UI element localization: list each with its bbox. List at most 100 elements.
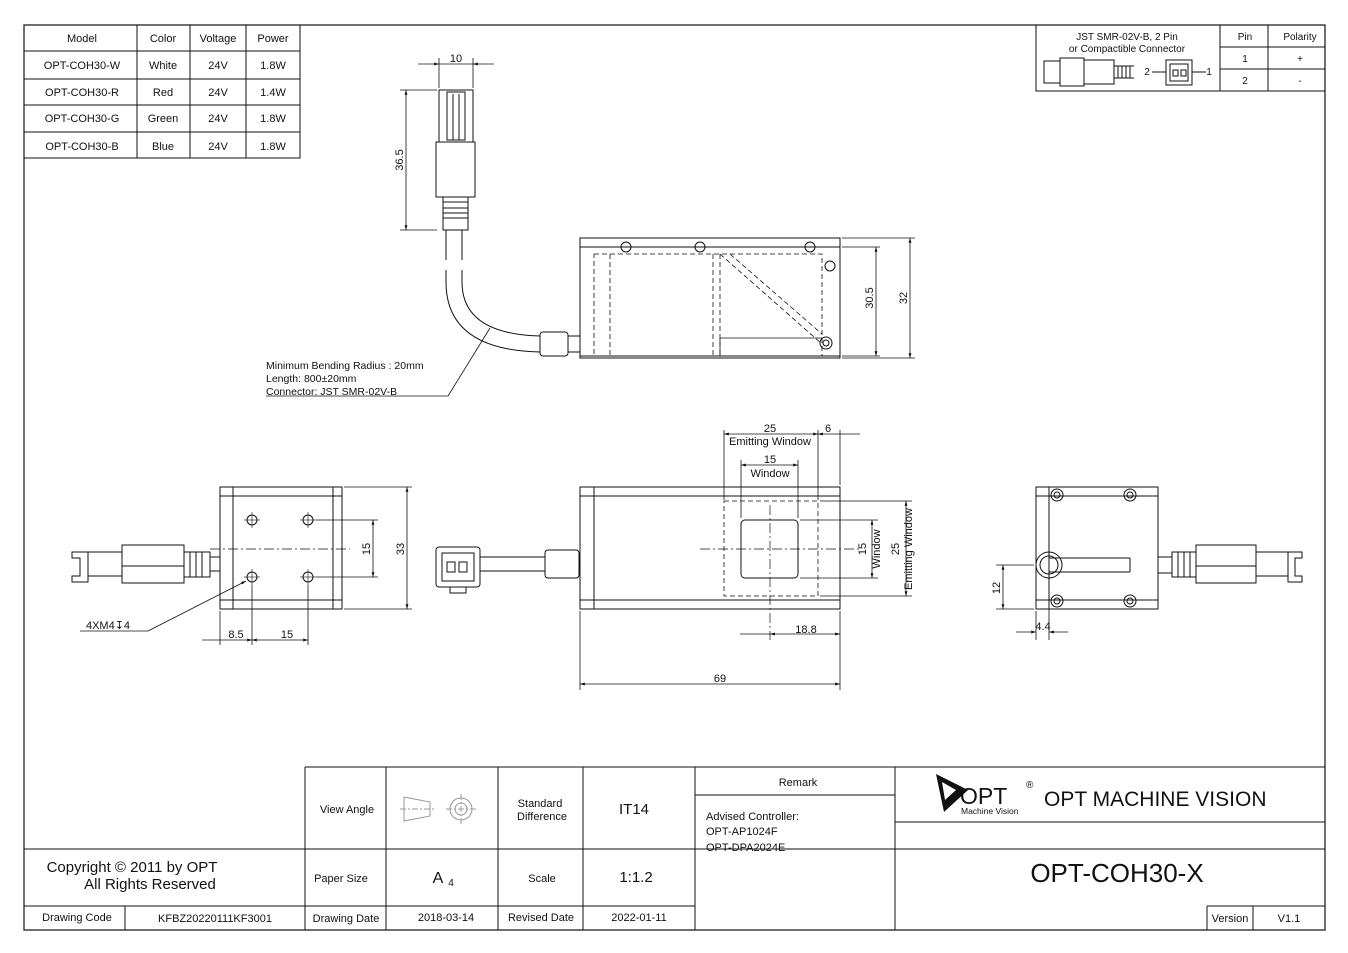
paper-size-sub: 4 (448, 878, 454, 889)
dim-label: 25 (764, 423, 776, 435)
window-label: Window (871, 529, 883, 568)
model-table (23, 24, 301, 159)
view-angle-label: View Angle (320, 804, 374, 816)
dim-label: 25 (890, 543, 902, 555)
connector-table (1035, 24, 1326, 92)
logo-text: OPT (960, 783, 1007, 809)
connector-icon (1043, 57, 1206, 87)
sheet-border (23, 24, 1326, 931)
model-table-cell: Blue (152, 141, 174, 153)
model-table-cell: 24V (208, 141, 228, 153)
model-table-cell: Green (148, 113, 179, 125)
remark-label: Remark (779, 777, 818, 789)
model-table-cell: 1.4W (260, 87, 286, 99)
model-table-cell: OPT-COH30-G (45, 113, 120, 125)
standard-difference-label: Standard (518, 798, 563, 810)
top-connector-view (435, 89, 580, 357)
drawing-date: 2018-03-14 (418, 912, 474, 924)
cable-leader (266, 327, 491, 397)
drawing-date-label: Drawing Date (313, 913, 380, 925)
dim-rear (996, 564, 1068, 640)
drawing-code: KFBZ20220111KF3001 (158, 913, 272, 925)
dim-conn-length (400, 89, 437, 231)
model-table-cell: 24V (208, 87, 228, 99)
logo-sub: Machine Vision (961, 806, 1019, 816)
paper-size-label: Paper Size (314, 873, 368, 885)
model-table-header-model: Model (67, 33, 97, 45)
drawing-code-label: Drawing Code (42, 912, 112, 924)
dim-label: 33 (395, 543, 407, 555)
part-number: OPT-COH30-X (1030, 858, 1203, 888)
model-table-header-voltage: Voltage (200, 33, 237, 45)
copyright-line2: All Rights Reserved (84, 876, 216, 893)
pin-cell: 2 (1242, 76, 1248, 87)
model-table-header-power: Power (257, 33, 289, 45)
scale-value: 1:1.2 (619, 869, 652, 886)
remark-line1: Advised Controller: (706, 811, 799, 823)
model-table-cell: 24V (208, 60, 228, 72)
pin-label-right: 1 (1206, 67, 1212, 78)
dim-label: 32 (898, 292, 910, 304)
dim-label: 15 (857, 543, 869, 555)
dim-label: 12 (991, 582, 1003, 594)
dim-label: 69 (714, 673, 726, 685)
top-body-view (579, 237, 841, 359)
polarity-header: Polarity (1283, 32, 1316, 43)
paper-size-value: A (433, 870, 444, 887)
dim-left-side (80, 486, 412, 645)
model-table-cell: 1.8W (260, 113, 286, 125)
view-angle-symbol (400, 794, 476, 824)
standard-difference-value: IT14 (619, 801, 649, 818)
window-label: Window (750, 468, 789, 480)
emitting-window-label: Emitting Window (729, 436, 811, 448)
model-table-cell: 24V (208, 113, 228, 125)
dim-label: 15 (361, 543, 373, 555)
model-table-cell: 1.8W (260, 60, 286, 72)
dim-body-height (842, 237, 915, 359)
model-table-cell: Red (153, 87, 173, 99)
polarity-cell: + (1297, 54, 1303, 65)
dim-label: 6 (825, 423, 831, 435)
revised-date-label: Revised Date (508, 912, 574, 924)
connector-title-line1: JST SMR-02V-B, 2 Pin (1076, 32, 1178, 43)
opt-logo: OPT ® Machine Vision (936, 774, 1034, 816)
copyright-line1: Copyright © 2011 by OPT (47, 859, 218, 876)
pin-cell: 1 (1242, 54, 1248, 65)
revised-date: 2022-01-11 (611, 912, 666, 924)
rear-view (1035, 486, 1303, 610)
scale-label: Scale (528, 873, 556, 885)
dim-label: 18.8 (795, 624, 816, 636)
model-table-header-color: Color (150, 33, 177, 45)
dim-label: 8.5 (228, 629, 243, 641)
emitting-window-label: Emitting Window (903, 508, 915, 590)
standard-difference-label: Difference (517, 811, 567, 823)
dim-label: 15 (764, 454, 776, 466)
left-side-view (71, 486, 350, 610)
front-body-view (435, 486, 860, 640)
dim-label: 4.4 (1035, 621, 1050, 633)
pin-header: Pin (1238, 32, 1252, 43)
pin-label-left: 2 (1144, 67, 1150, 78)
polarity-cell: - (1298, 76, 1301, 87)
dim-label: 15 (281, 629, 293, 641)
company-name: OPT MACHINE VISION (1044, 788, 1266, 811)
version-value: V1.1 (1278, 913, 1301, 925)
remark-line3: OPT-DPA2024E (706, 842, 785, 854)
logo-reg: ® (1026, 780, 1034, 791)
dim-label: 10 (450, 53, 462, 65)
cable-note-length: Length: 800±20mm (266, 373, 357, 385)
model-table-cell: White (149, 60, 177, 72)
model-table-cell: OPT-COH30-R (45, 87, 119, 99)
model-table-cell: OPT-COH30-W (44, 60, 121, 72)
title-block (24, 766, 1325, 930)
cable-note-connector: Connector: JST SMR-02V-B (266, 386, 397, 398)
connector-title-line2: or Compactible Connector (1069, 44, 1186, 55)
remark-line2: OPT-AP1024F (706, 826, 778, 838)
model-table-cell: OPT-COH30-B (45, 141, 118, 153)
version-label: Version (1212, 913, 1249, 925)
model-table-cell: 1.8W (260, 141, 286, 153)
thread-spec-label: 4XM4↧4 (86, 620, 130, 632)
dim-front (579, 430, 912, 690)
